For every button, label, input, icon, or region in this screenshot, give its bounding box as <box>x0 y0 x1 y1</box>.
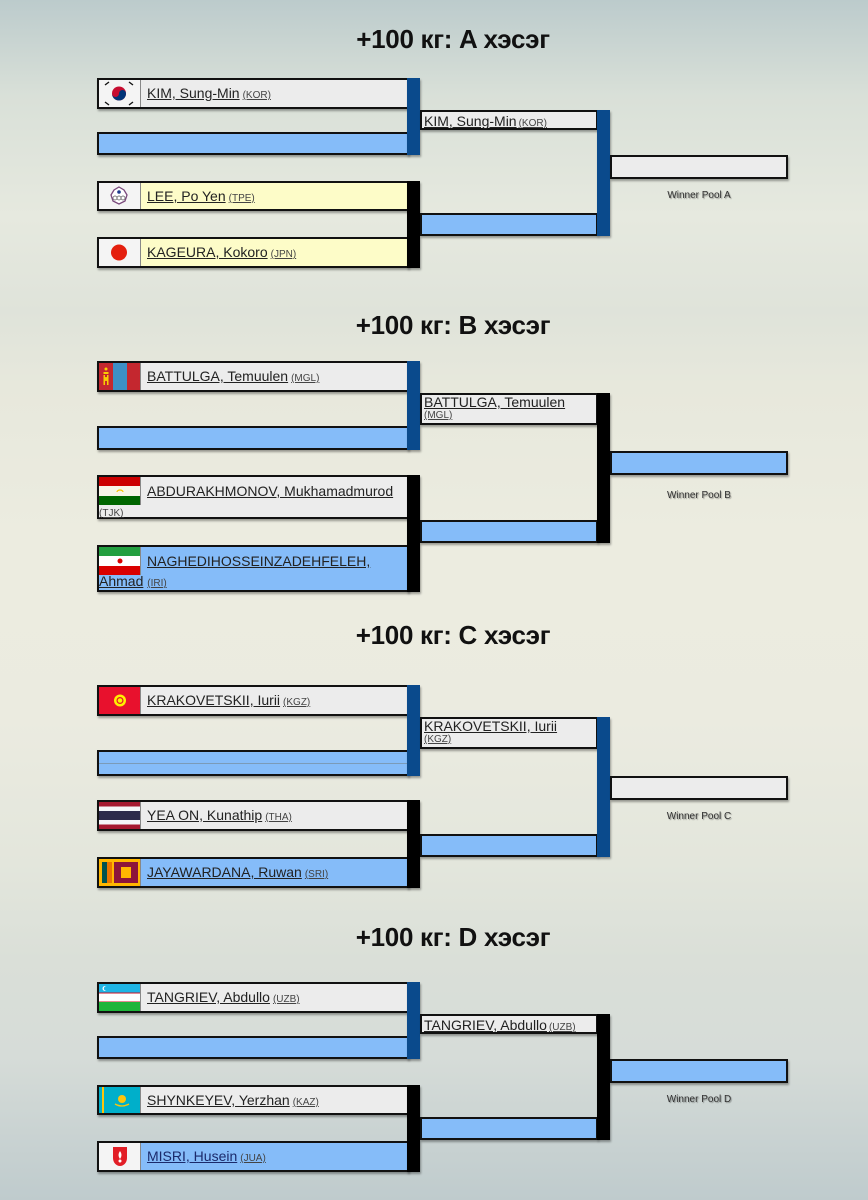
athlete-name-link[interactable]: JAYAWARDANA, Ruwan <box>147 864 302 880</box>
athlete-name-link[interactable]: MISRI, Husein <box>147 1148 238 1164</box>
bracket-slot-r1-3[interactable]: SHYNKEYEV, Yerzhan(KAZ) <box>97 1085 409 1115</box>
country-code-link[interactable]: (IRI) <box>147 578 167 589</box>
mongolia-flag-icon <box>99 363 141 390</box>
athlete-name-link[interactable]: TANGRIEV, Abdullo <box>147 989 270 1005</box>
athlete-name-link[interactable]: BATTULGA, Temuulen <box>147 368 289 384</box>
winner-label: Winner Pool A <box>667 190 731 201</box>
kyrgyzstan-flag-icon <box>99 687 141 714</box>
pool-title: +100 кг: C хэсэг <box>355 620 551 650</box>
country-code-link[interactable]: (JUA) <box>240 1153 266 1164</box>
slot-divider <box>99 763 407 764</box>
bracket-slot-r1-3[interactable]: YEA ON, Kunathip(THA) <box>97 800 409 831</box>
bracket-connector <box>407 1085 420 1172</box>
bracket-connector-winner <box>407 685 420 776</box>
country-code-link[interactable]: (KOR) <box>242 90 271 101</box>
athlete-name-link[interactable]: KAGEURA, Kokoro <box>147 244 268 260</box>
japan-flag-icon <box>99 239 141 266</box>
athlete-name-link[interactable]: ABDURAKHMONOV, Mukhamadmurod <box>147 483 394 499</box>
bracket-slot-r1-3[interactable]: ABDURAKHMONOV, Mukhamadmurod (TJK) <box>97 475 409 519</box>
country-code-link[interactable]: (TJK) <box>99 508 124 519</box>
bracket-slot-r1-1[interactable]: KIM, Sung-Min(KOR) <box>97 78 409 109</box>
kazakhstan-flag-icon <box>99 1087 141 1113</box>
athlete-name-link[interactable]: KIM, Sung-Min <box>424 113 517 129</box>
athlete-name-link[interactable]: TANGRIEV, Abdullo <box>424 1017 547 1033</box>
athlete-name-link[interactable]: SHYNKEYEV, Yerzhan <box>147 1092 290 1108</box>
athlete-name-link[interactable]: NAGHEDIHOSSEINZADEHFELEH, Ahmad <box>99 553 371 589</box>
country-code-link[interactable]: (KGZ) <box>283 697 311 708</box>
sri-lanka-flag-icon <box>99 859 141 886</box>
country-code-link[interactable]: (TPE) <box>228 193 255 204</box>
winner-label: Winner Pool B <box>667 490 731 501</box>
bracket-connector-winner <box>407 361 420 450</box>
pool-title: +100 кг: B хэсэг <box>355 310 551 340</box>
thailand-flag-icon <box>99 802 141 829</box>
bracket-slot-r2-2[interactable] <box>420 520 598 543</box>
bracket-slot-r2-1[interactable]: TANGRIEV, Abdullo(UZB) <box>420 1014 598 1034</box>
bracket-connector <box>597 393 610 543</box>
athlete-name-link[interactable]: LEE, Po Yen <box>147 188 226 204</box>
bracket-slot-r1-1[interactable]: BATTULGA, Temuulen(MGL) <box>97 361 409 392</box>
winner-slot[interactable] <box>610 155 788 179</box>
pool-title: +100 кг: A хэсэг <box>356 24 550 54</box>
bracket-slot-r1-2[interactable] <box>97 750 409 776</box>
bracket-slot-r1-1[interactable]: TANGRIEV, Abdullo(UZB) <box>97 982 409 1013</box>
bracket-connector <box>407 800 420 888</box>
chinese-taipei-flag-icon <box>99 183 141 209</box>
bracket-connector-winner <box>407 982 420 1059</box>
bracket-slot-r2-2[interactable] <box>420 834 598 857</box>
iran-flag-icon <box>99 547 141 575</box>
bracket-slot-r2-1[interactable]: BATTULGA, Temuulen(MGL) <box>420 393 598 425</box>
country-code-link[interactable]: (KGZ) <box>424 734 452 745</box>
tajikistan-flag-icon <box>99 477 141 505</box>
winner-label: Winner Pool D <box>666 1094 732 1105</box>
country-code-link[interactable]: (JPN) <box>270 249 297 260</box>
uzbekistan-flag-icon <box>99 984 141 1011</box>
bracket-slot-r1-3[interactable]: LEE, Po Yen(TPE) <box>97 181 409 211</box>
athlete-name-link[interactable]: KRAKOVETSKII, Iurii <box>424 718 558 734</box>
country-code-link[interactable]: (SRI) <box>304 869 329 880</box>
country-code-link[interactable]: (KAZ) <box>292 1097 319 1108</box>
winner-slot[interactable] <box>610 776 788 800</box>
bracket-slot-r1-1[interactable]: KRAKOVETSKII, Iurii(KGZ) <box>97 685 409 716</box>
bracket-slot-r2-2[interactable] <box>420 1117 598 1140</box>
korea-flag-icon <box>99 80 141 107</box>
athlete-name-link[interactable]: KRAKOVETSKII, Iurii <box>147 692 281 708</box>
bracket-slot-r1-2[interactable] <box>97 426 409 450</box>
bracket-slot-r1-4[interactable]: NAGHEDIHOSSEINZADEHFELEH, Ahmad (IRI) <box>97 545 409 592</box>
jua-emblem-icon <box>99 1143 141 1170</box>
country-code-link[interactable]: (MGL) <box>424 410 453 421</box>
bracket-slot-r1-4[interactable]: KAGEURA, Kokoro(JPN) <box>97 237 409 268</box>
athlete-name-link[interactable]: BATTULGA, Temuulen <box>424 394 566 410</box>
winner-slot[interactable] <box>610 451 788 475</box>
bracket-connector <box>407 475 420 592</box>
winner-label: Winner Pool C <box>666 811 732 822</box>
bracket-connector <box>407 181 420 268</box>
bracket-slot-r1-2[interactable] <box>97 132 409 155</box>
athlete-name-link[interactable]: YEA ON, Kunathip <box>147 807 263 823</box>
bracket-connector-winner <box>597 717 610 857</box>
country-code-link[interactable]: (THA) <box>265 812 292 823</box>
country-code-link[interactable]: (MGL) <box>291 373 320 384</box>
bracket-connector-winner <box>407 78 420 155</box>
winner-slot[interactable] <box>610 1059 788 1083</box>
bracket-slot-r2-2[interactable] <box>420 213 598 236</box>
bracket-slot-r1-4[interactable]: JAYAWARDANA, Ruwan(SRI) <box>97 857 409 888</box>
bracket-connector-winner <box>597 110 610 236</box>
bracket-slot-r1-4[interactable]: MISRI, Husein(JUA) <box>97 1141 409 1172</box>
country-code-link[interactable]: (UZB) <box>548 1022 576 1033</box>
bracket-slot-r1-2[interactable] <box>97 1036 409 1059</box>
pool-title: +100 кг: D хэсэг <box>355 922 551 952</box>
country-code-link[interactable]: (UZB) <box>272 994 300 1005</box>
bracket-slot-r2-1[interactable]: KIM, Sung-Min(KOR) <box>420 110 598 130</box>
bracket-slot-r2-1[interactable]: KRAKOVETSKII, Iurii(KGZ) <box>420 717 598 749</box>
country-code-link[interactable]: (KOR) <box>518 118 547 129</box>
athlete-name-link[interactable]: KIM, Sung-Min <box>147 85 240 101</box>
bracket-connector <box>597 1014 610 1140</box>
